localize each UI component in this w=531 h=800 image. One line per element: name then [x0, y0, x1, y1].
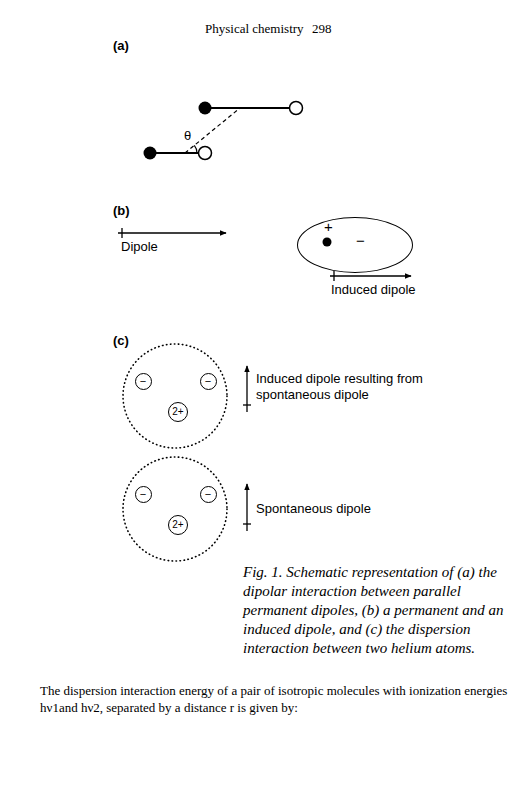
dipole-label: Dipole: [121, 239, 158, 255]
electron: −: [200, 373, 217, 390]
electron-cloud: [123, 457, 227, 561]
charge-sign: −: [356, 233, 365, 248]
electron: −: [200, 486, 217, 503]
nucleus: 2+: [168, 515, 188, 535]
body-text: The dispersion interaction energy of a p…: [40, 682, 510, 716]
panel-label: (b): [113, 203, 130, 219]
dipole-pair: [144, 102, 303, 160]
positive-charge-dot: [323, 238, 332, 247]
polarisable-molecule: +−: [297, 217, 413, 273]
panel-label: (a): [113, 38, 129, 54]
electron-cloud: [123, 344, 227, 448]
spontaneous-dipole-label: Spontaneous dipole: [256, 501, 371, 517]
induced-dipole-arrow: [243, 366, 251, 412]
electron: −: [135, 373, 152, 390]
charge-sign: −: [205, 376, 211, 387]
charge-label: 2+: [172, 520, 183, 530]
charge-label: 2+: [172, 407, 183, 417]
electron: −: [135, 486, 152, 503]
angle-label: θ: [184, 128, 191, 144]
charge-sign: −: [205, 489, 211, 500]
spontaneous-dipole-arrow: [243, 484, 251, 531]
charge-sign: −: [140, 376, 146, 387]
charge-sign: +: [324, 219, 333, 234]
induced-dipole-label: Induced dipole: [331, 282, 416, 298]
nucleus: 2+: [168, 402, 188, 422]
charge-sign: −: [140, 489, 146, 500]
dipole-arrow: [118, 228, 226, 238]
page-number: 298: [312, 21, 332, 37]
running-header: Physical chemistry: [205, 21, 304, 37]
figure-caption: Fig. 1. Schematic representation of (a) …: [243, 563, 523, 658]
panel-label: (c): [113, 333, 129, 349]
induced-dipole-arrow: [330, 271, 411, 281]
induced-dipole-label: Induced dipole resulting from spontaneou…: [256, 371, 446, 403]
